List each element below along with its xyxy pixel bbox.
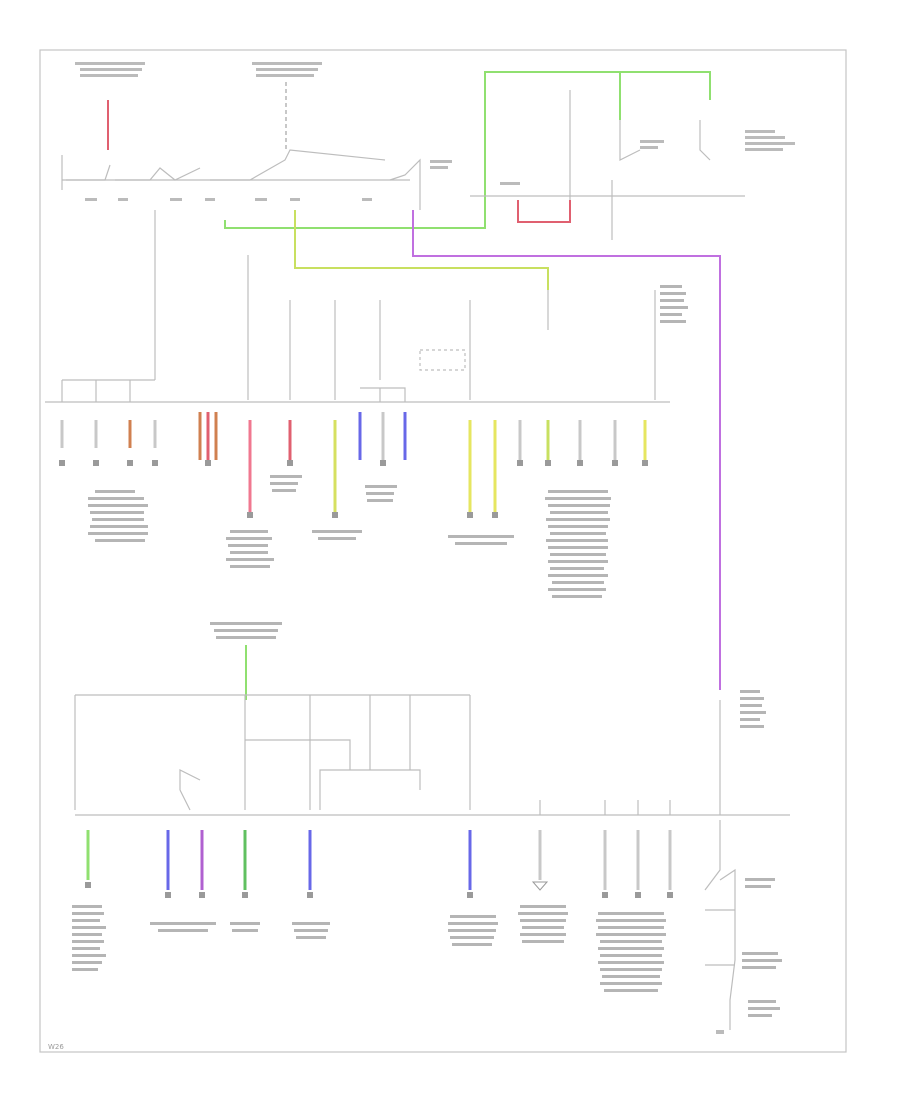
- top-switch-area: [61, 62, 795, 690]
- diagram-frame: [39, 49, 847, 1053]
- wire-yellowgreen: [294, 210, 549, 290]
- switch-labels: [85, 160, 452, 201]
- upper-connectors: [59, 412, 648, 518]
- lower-connectors: [85, 830, 673, 898]
- upper-component-labels: [88, 285, 688, 598]
- lower-header: [210, 622, 282, 639]
- wire-lavender-long: [412, 210, 721, 690]
- header-text-middle: [252, 62, 322, 77]
- wire-green-top: [224, 71, 711, 229]
- lower-right-switch: [704, 820, 736, 1034]
- lower-component-labels: [72, 690, 782, 1017]
- footer-code: W26: [48, 1043, 64, 1051]
- relay-area-right: [470, 90, 795, 240]
- header-text-left: [75, 62, 145, 77]
- fuse-block-lower: [74, 694, 790, 816]
- fuse-block-upper: [45, 210, 670, 403]
